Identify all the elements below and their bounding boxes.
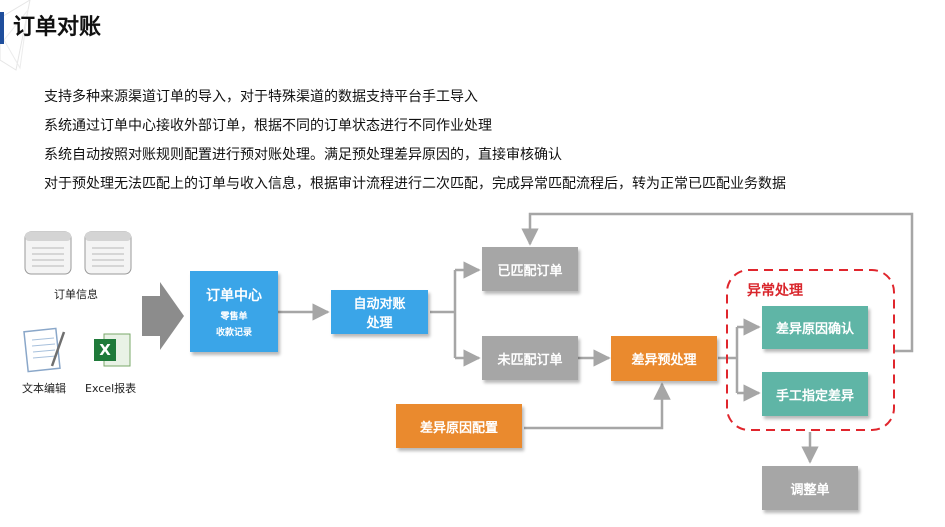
order-center-line1: 零售单 [220, 312, 248, 322]
excel-icon: X [94, 333, 131, 367]
corner-decoration [0, 0, 31, 71]
exception-title: 异常处理 [747, 283, 803, 299]
manual-assign-node: 手工指定差异 [762, 372, 868, 416]
svg-text:X: X [99, 341, 111, 359]
excel-caption: Excel报表 [85, 382, 137, 395]
unmatched-orders-node: 未匹配订单 [482, 336, 578, 380]
auto-recon-node: 自动对账 处理 [331, 290, 428, 334]
auto-recon-line2: 处理 [366, 316, 393, 331]
matched-orders-node: 已匹配订单 [482, 247, 578, 291]
order-center-title: 订单中心 [206, 288, 262, 304]
description-line: 系统自动按照对账规则配置进行预对账处理。满足预处理差异原因的，直接审核确认 [44, 147, 562, 163]
adjust-node: 调整单 [762, 466, 858, 510]
description-line: 对于预处理无法匹配上的订单与收入信息，根据审计流程进行二次匹配，完成异常匹配流程… [44, 176, 786, 192]
diff-reason-confirm-node: 差异原因确认 [762, 306, 868, 349]
shopping-list-icon [84, 231, 132, 275]
input-arrow [142, 282, 184, 350]
arrow-config-to-preprocess [524, 382, 671, 430]
arrow-loop-to-matched [521, 212, 914, 353]
text-edit-caption: 文本编辑 [22, 382, 66, 395]
order-center-node: 订单中心 零售单 收款记录 [190, 271, 278, 352]
notepad-icon [23, 327, 66, 373]
diff-preprocess-node: 差异预处理 [611, 336, 717, 381]
exception-frame [726, 269, 895, 431]
order-center-line2: 收款记录 [215, 328, 252, 338]
description-list: 支持多种来源渠道订单的导入，对于特殊渠道的数据支持平台手工导入 系统通过订单中心… [44, 83, 786, 199]
description-line: 支持多种来源渠道订单的导入，对于特殊渠道的数据支持平台手工导入 [44, 89, 478, 105]
page-title: 订单对账 [13, 15, 102, 40]
auto-recon-line1: 自动对账 [353, 297, 406, 312]
order-info-caption: 订单信息 [54, 288, 98, 301]
description-line: 系统通过订单中心接收外部订单，根据不同的订单状态进行不同作业处理 [44, 118, 492, 134]
title-accent-bar [0, 12, 4, 44]
diff-reason-config-node: 差异原因配置 [396, 404, 522, 448]
shopping-list-icon [24, 231, 72, 275]
